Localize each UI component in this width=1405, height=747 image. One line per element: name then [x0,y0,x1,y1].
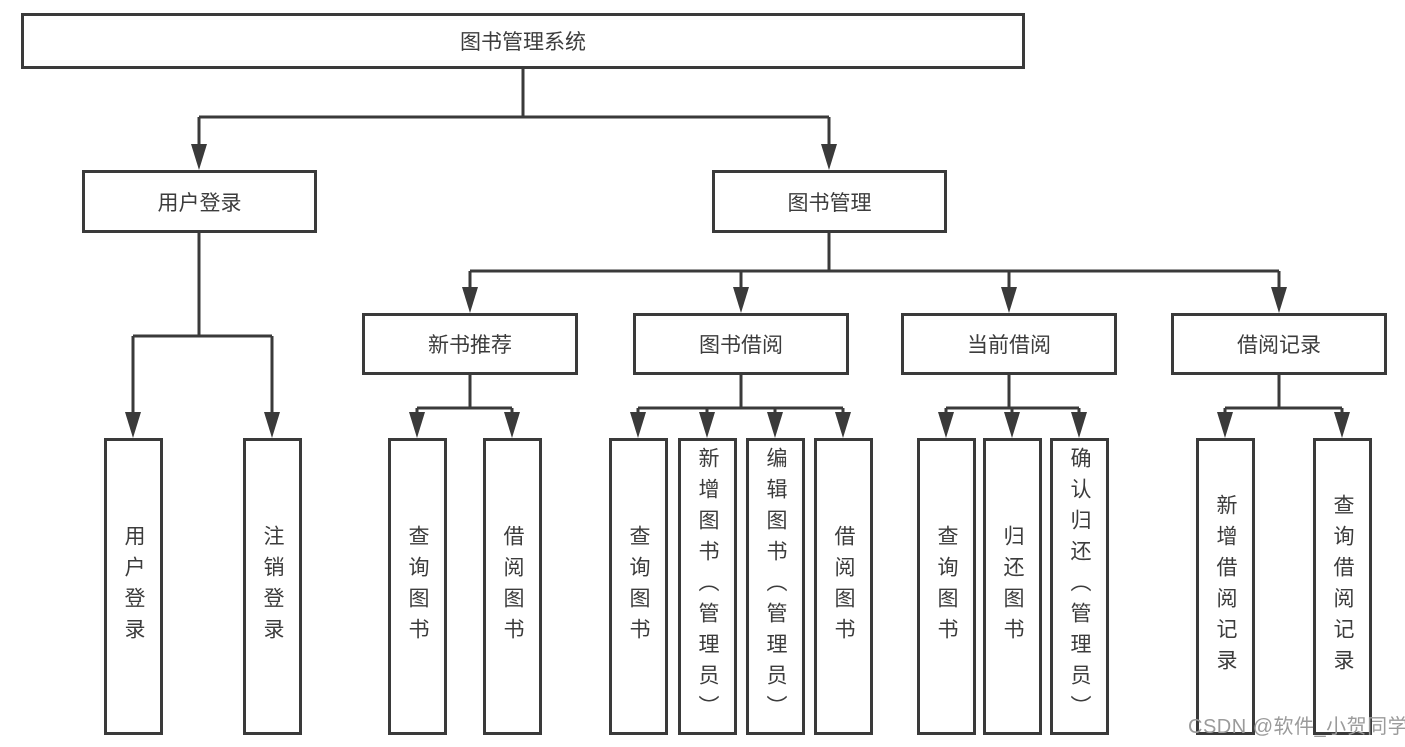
leaf-user-login: 用户登录 [104,438,163,735]
arrowhead-icon [699,412,715,438]
leaf-edit-book-admin: 编辑图书（管理员） [746,438,805,735]
arrowhead-icon [835,412,851,438]
leaf-label: 查询图书 [627,524,650,649]
node-root: 图书管理系统 [21,13,1025,69]
leaf-borrow-books-recommend: 借阅图书 [483,438,542,735]
leaf-borrow-books-borrow: 借阅图书 [814,438,873,735]
leaf-label: 归还图书 [1001,524,1024,649]
leaf-query-borrow-record: 查询借阅记录 [1313,438,1372,735]
connector-root-to-level1 [197,69,831,146]
arrowhead-icon [630,412,646,438]
leaf-label: 查询图书 [406,524,429,649]
node-borrow-records: 借阅记录 [1171,313,1387,375]
leaf-logout: 注销登录 [243,438,302,735]
leaf-query-books-current: 查询图书 [917,438,976,735]
leaf-label: 新增图书（管理员） [696,447,719,726]
arrowhead-icon [733,287,749,313]
arrowhead-icon [1071,412,1087,438]
leaf-add-book-admin: 新增图书（管理员） [678,438,737,735]
leaf-query-books-recommend: 查询图书 [388,438,447,735]
arrowhead-icon [125,412,141,438]
connector-current-borrow-to-leaves [944,374,1081,414]
connector-new-book-recommend-to-leaves [415,374,514,414]
node-book-management: 图书管理 [712,170,947,233]
leaf-label: 编辑图书（管理员） [764,447,787,726]
arrowhead-icon [1271,287,1287,313]
connector-borrow-records-to-leaves [1223,374,1344,414]
connector-book-borrow-to-leaves [636,374,845,414]
leaf-label: 借阅图书 [501,524,524,649]
leaf-label: 查询图书 [935,524,958,649]
leaf-label: 新增借阅记录 [1214,493,1237,680]
arrowhead-icon [264,412,280,438]
leaf-label: 借阅图书 [832,524,855,649]
arrowhead-icon [1217,412,1233,438]
arrowhead-icon [462,287,478,313]
arrowhead-icon [191,144,207,170]
leaf-return-book: 归还图书 [983,438,1042,735]
node-user-login: 用户登录 [82,170,317,233]
arrowhead-icon [1334,412,1350,438]
arrowhead-icon [821,144,837,170]
leaf-label: 查询借阅记录 [1331,493,1354,680]
connector-book-management-to-level2 [468,233,1281,290]
arrowhead-icon [1004,412,1020,438]
arrowhead-icon [504,412,520,438]
csdn-watermark: CSDN @软件_小贺同学 [1188,716,1405,738]
leaf-label: 用户登录 [122,524,145,649]
node-current-borrow: 当前借阅 [901,313,1117,375]
arrowhead-icon [938,412,954,438]
leaf-label: 注销登录 [261,524,284,649]
arrowhead-icon [1001,287,1017,313]
connector-user-login-to-leaves [131,233,274,414]
leaf-label: 确认归还（管理员） [1068,447,1091,726]
leaf-add-borrow-record: 新增借阅记录 [1196,438,1255,735]
arrowhead-icon [409,412,425,438]
node-new-book-recommend: 新书推荐 [362,313,578,375]
leaf-confirm-return-admin: 确认归还（管理员） [1050,438,1109,735]
arrowhead-icon [767,412,783,438]
leaf-query-books-borrow: 查询图书 [609,438,668,735]
node-book-borrow: 图书借阅 [633,313,849,375]
